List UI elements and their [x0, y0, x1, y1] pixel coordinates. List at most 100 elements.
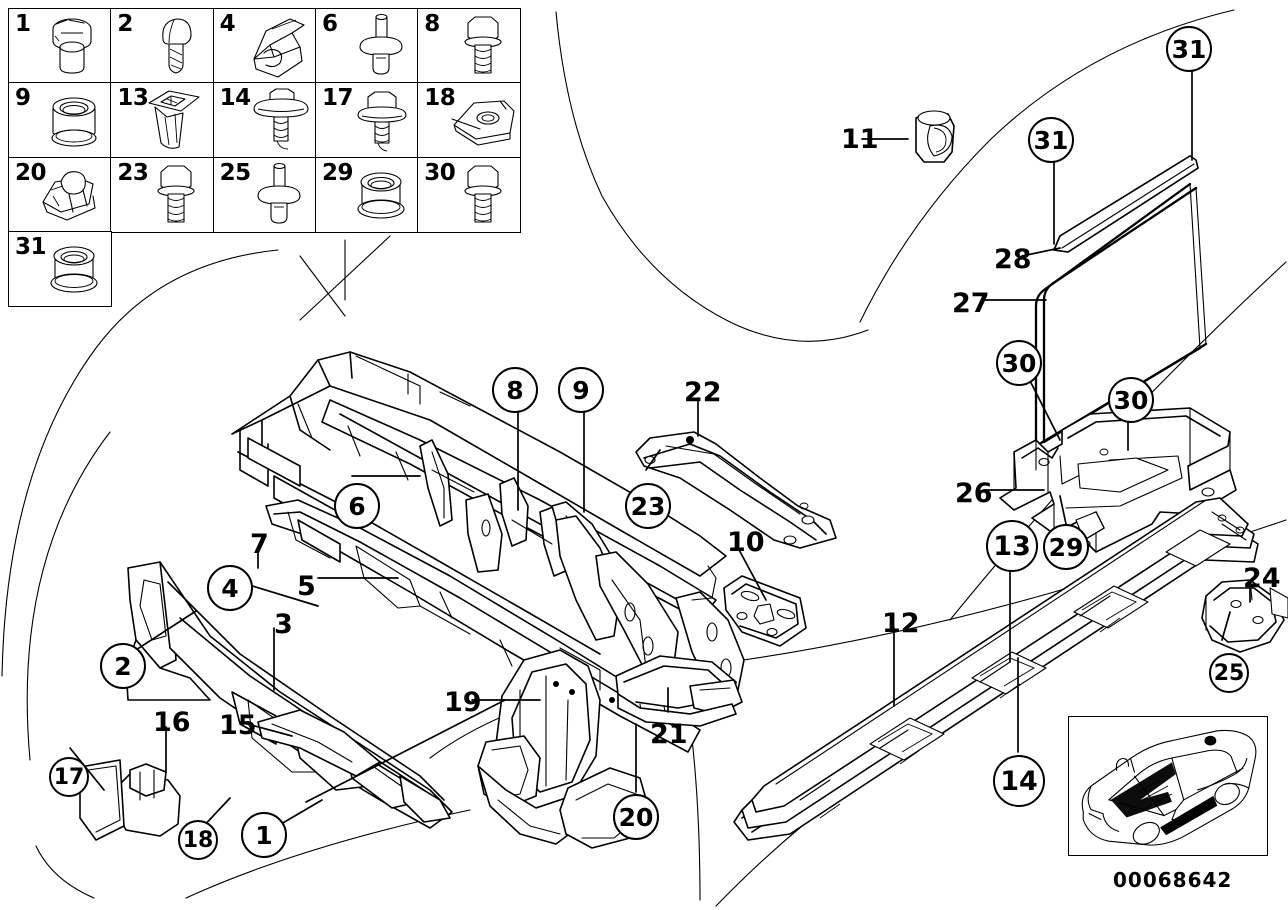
legend-cell-17[interactable]: 17: [314, 82, 419, 159]
callout-label: 20: [618, 802, 654, 832]
callout-22[interactable]: 22: [684, 379, 722, 406]
part-sill-trim-strip-28: [1053, 155, 1199, 253]
legend-number: 2: [117, 11, 133, 37]
legend-cell-31[interactable]: 31: [8, 230, 112, 307]
expanding-rivet-icon: [359, 13, 403, 75]
callout-label: 30: [1001, 348, 1037, 378]
part-grommet-11: [915, 110, 955, 163]
callout-label: 24: [1243, 563, 1281, 594]
callout-12[interactable]: 12: [882, 610, 920, 637]
callout-label: 19: [444, 687, 482, 718]
callout-label: 25: [1213, 660, 1245, 686]
callout-9[interactable]: 9: [558, 367, 604, 413]
expanding-rivet-icon: [257, 162, 301, 224]
cable-clamp-icon: [42, 170, 96, 221]
legend-number: 1: [15, 11, 31, 37]
callout-30-a[interactable]: 30: [996, 340, 1042, 386]
callout-label: 31: [1171, 34, 1207, 64]
callout-6[interactable]: 6: [334, 483, 380, 529]
legend-cell-1[interactable]: 1: [8, 8, 112, 84]
callout-label: 8: [506, 375, 524, 405]
legend-cell-30[interactable]: 30: [417, 156, 522, 233]
legend-number: 13: [117, 85, 149, 112]
part-reinforcement-plate-26: [999, 407, 1237, 553]
legend-cell-23[interactable]: 23: [110, 156, 215, 233]
callout-label: 27: [952, 288, 990, 319]
callout-label: 23: [630, 491, 666, 521]
callout-label: 26: [955, 478, 993, 509]
callout-label: 30: [1113, 385, 1149, 415]
flanged-hex-screw-icon: [253, 88, 309, 150]
callout-label: 3: [274, 609, 293, 640]
callout-20[interactable]: 20: [613, 794, 659, 840]
legend-cell-14[interactable]: 14: [212, 82, 317, 159]
callout-label: 18: [182, 827, 214, 853]
legend-cell-18[interactable]: 18: [417, 82, 522, 159]
legend-number: 17: [321, 85, 354, 112]
callout-label: 9: [572, 375, 590, 405]
callout-3[interactable]: 3: [274, 611, 293, 638]
legend-number: 30: [424, 159, 456, 186]
callout-31-a[interactable]: 31: [1028, 117, 1074, 163]
collar-flange-nut-icon: [50, 246, 98, 293]
callout-15[interactable]: 15: [219, 712, 257, 739]
callout-16[interactable]: 16: [153, 709, 191, 736]
callout-14[interactable]: 14: [993, 755, 1045, 807]
part-wheelarch-liner: [477, 649, 649, 849]
legend-number: 23: [117, 159, 149, 186]
callout-label: 7: [250, 529, 269, 560]
callout-7[interactable]: 7: [250, 531, 269, 558]
legend-cell-25[interactable]: 25: [212, 156, 317, 233]
callout-25[interactable]: 25: [1209, 653, 1249, 693]
hex-bolt-short-icon: [52, 18, 92, 74]
legend-number: 8: [424, 11, 440, 37]
callout-27[interactable]: 27: [952, 290, 990, 317]
hex-washer-screw-icon: [357, 91, 407, 152]
callout-2[interactable]: 2: [100, 643, 146, 689]
callout-label: 31: [1033, 125, 1069, 155]
callout-10[interactable]: 10: [727, 529, 765, 556]
callout-29[interactable]: 29: [1043, 524, 1089, 570]
callout-11[interactable]: 11: [841, 126, 879, 153]
legend-cell-6[interactable]: 6: [314, 8, 419, 84]
callout-4[interactable]: 4: [207, 565, 253, 611]
callout-label: 22: [684, 377, 722, 408]
callout-5[interactable]: 5: [297, 573, 316, 600]
callout-label: 5: [297, 571, 316, 602]
legend-cell-29[interactable]: 29: [314, 156, 419, 233]
fastener-legend: 1 2 4: [8, 8, 522, 307]
callout-19[interactable]: 19: [444, 689, 482, 716]
callout-30-b[interactable]: 30: [1108, 377, 1154, 423]
legend-number: 4: [219, 11, 236, 37]
callout-28[interactable]: 28: [994, 246, 1032, 273]
callout-8[interactable]: 8: [492, 367, 538, 413]
legend-cell-2[interactable]: 2: [110, 8, 215, 84]
callout-23[interactable]: 23: [625, 483, 671, 529]
flange-nut-icon: [51, 97, 97, 147]
part-front-end-carrier: [231, 351, 745, 701]
callout-label: 1: [255, 820, 273, 850]
legend-cell-9[interactable]: 9: [8, 82, 112, 159]
hex-bolt-icon: [157, 165, 195, 223]
vehicle-locator-thumbnail: [1068, 716, 1268, 856]
callout-13[interactable]: 13: [986, 520, 1038, 572]
legend-cell-4[interactable]: 4: [212, 8, 317, 84]
part-rocker-sill-beam: [733, 497, 1259, 841]
callout-24[interactable]: 24: [1243, 565, 1281, 592]
callout-21[interactable]: 21: [650, 721, 688, 748]
callout-label: 10: [727, 527, 765, 558]
legend-cell-13[interactable]: 13: [110, 82, 215, 159]
legend-number: 14: [219, 85, 252, 112]
legend-cell-20[interactable]: 20: [8, 156, 112, 233]
callout-31-b[interactable]: 31: [1166, 26, 1212, 72]
legend-number: 31: [15, 233, 47, 260]
callout-label: 12: [882, 608, 920, 639]
callout-label: 28: [994, 244, 1032, 275]
callout-17[interactable]: 17: [49, 757, 89, 797]
callout-26[interactable]: 26: [955, 480, 993, 507]
callout-1[interactable]: 1: [241, 812, 287, 858]
part-mounting-bracket-10: [723, 575, 807, 647]
callout-18[interactable]: 18: [178, 820, 218, 860]
sheet-metal-nut-icon: [451, 100, 515, 146]
